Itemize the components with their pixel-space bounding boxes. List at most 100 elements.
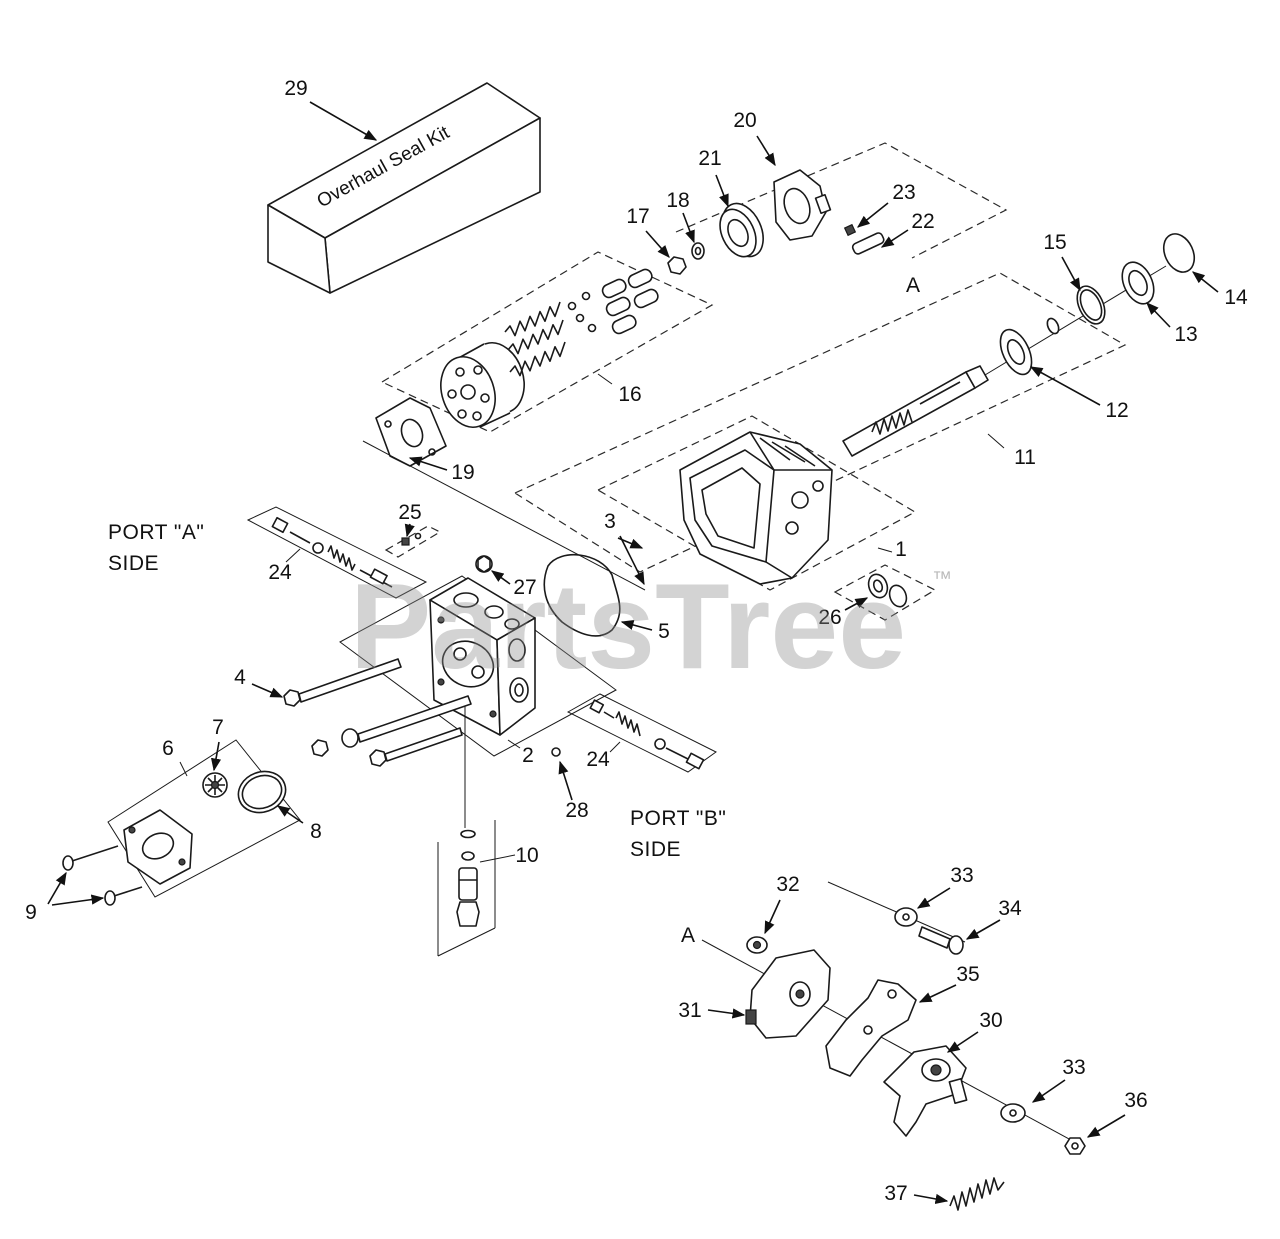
- callout-5: 5: [658, 620, 670, 643]
- part-10-valve-hex: [456, 901, 480, 927]
- callout-8: 8: [310, 820, 322, 843]
- part-18-washer-hole: [694, 246, 702, 256]
- callout-33-lower: 33: [1062, 1056, 1085, 1079]
- check-valve-port-b-outline: [566, 693, 717, 773]
- cylinder-bore: [457, 409, 467, 419]
- piston-spring: [507, 319, 564, 355]
- part-6-cover-hole: [178, 858, 186, 866]
- part-11-shaft-tip: [965, 365, 989, 389]
- leader-arrow-35: [918, 984, 957, 1003]
- cylinder-barrel-face: [440, 356, 496, 428]
- part-15-ring-inner: [1079, 289, 1103, 321]
- valve-plate-kidney: [471, 665, 485, 679]
- callout-30: 30: [979, 1009, 1002, 1032]
- bolt-shank: [298, 658, 402, 703]
- cylinder-bore: [472, 411, 482, 421]
- leader-arrow-27: [490, 570, 511, 585]
- leader-arrow-33-lower: [1031, 1079, 1066, 1103]
- callout-17: 17: [626, 205, 649, 228]
- callout-1: 1: [895, 538, 907, 561]
- housing-group: 1 3: [596, 415, 917, 591]
- leader-arrow-31: [707, 1008, 746, 1019]
- part-17-nut: [667, 256, 687, 275]
- part-31-bracket-hole: [795, 989, 805, 999]
- part-35-arm-hole: [863, 1025, 873, 1035]
- part-11-shaft-keyway: [919, 381, 961, 405]
- piston: [611, 314, 637, 335]
- part-33-washer-hole: [902, 913, 910, 921]
- bolts-4: 4: [234, 658, 472, 767]
- callout-37: 37: [884, 1182, 907, 1205]
- bolt-head: [283, 689, 301, 707]
- callout-32: 32: [776, 873, 799, 896]
- leader-arrow-36: [1086, 1114, 1126, 1138]
- center-section-port: [504, 618, 520, 630]
- piston: [627, 268, 653, 289]
- callout-21: 21: [698, 147, 721, 170]
- leader-arrow-30: [946, 1031, 979, 1053]
- leader-arrow-9a: [47, 871, 67, 905]
- callout-4: 4: [234, 666, 246, 689]
- callout-10: 10: [515, 844, 538, 867]
- part-6-cover-hole: [128, 826, 136, 834]
- part-34-bolt-head: [948, 935, 964, 955]
- part-37-spring: [949, 1177, 1005, 1211]
- check-valve-port-a-outline: [246, 506, 428, 599]
- piston-ball: [581, 291, 591, 301]
- watermark: PartsTree ™: [350, 558, 952, 694]
- valve-plate-kidney: [453, 647, 467, 661]
- valve-plate-face: [441, 640, 495, 688]
- leader-arrow-25: [404, 523, 415, 538]
- callout-36: 36: [1124, 1089, 1147, 1112]
- port-a-label-line2: SIDE: [108, 552, 159, 575]
- housing-port: [791, 491, 809, 509]
- callout-2: 2: [522, 744, 534, 767]
- part-5-gasket: [543, 553, 621, 637]
- assembly-line: [362, 440, 646, 591]
- callout-26: 26: [818, 606, 841, 629]
- callout-18: 18: [666, 189, 689, 212]
- callout-31: 31: [678, 999, 701, 1022]
- thrust-plate-pin: [428, 448, 436, 456]
- bolt-shank: [384, 727, 463, 762]
- part-7-gerotor-hub: [210, 780, 220, 790]
- plug-28: 28: [551, 747, 589, 822]
- callout-15: 15: [1043, 231, 1066, 254]
- part-13-seal-lip: [1128, 269, 1148, 297]
- part-27-fitting-hex: [477, 555, 491, 573]
- callout-3: 3: [604, 510, 616, 533]
- leader-arrow-3b: [617, 537, 644, 549]
- cylinder-bore: [480, 393, 490, 403]
- part-22-pin: [851, 232, 885, 255]
- part-6-cover: [123, 809, 193, 885]
- leader-arrow-37: [913, 1193, 949, 1204]
- callout-22: 22: [911, 210, 934, 233]
- callout-33-upper: 33: [950, 864, 973, 887]
- leader-arrow-26: [844, 597, 869, 611]
- input-shaft-group: 15 14 13 12 11: [513, 231, 1248, 573]
- housing-ribs: [759, 437, 816, 467]
- center-section-2: 2: [339, 575, 617, 767]
- leader-arrow-18: [682, 212, 695, 244]
- input-shaft-group-outline: [513, 272, 1127, 573]
- housing-port: [785, 521, 799, 535]
- center-section-bolt-hole: [437, 678, 445, 686]
- part-10-valve-body: [458, 867, 478, 901]
- check-valve-ball: [654, 738, 666, 750]
- seal-kit-box-end: [267, 204, 331, 294]
- cylinder-bore: [473, 365, 483, 375]
- part-21-bearing: [719, 208, 757, 258]
- piston-ball: [567, 301, 577, 311]
- part-26-ring: [888, 584, 908, 608]
- seal-kit-callout: 29: [284, 77, 378, 141]
- callout-7: 7: [212, 716, 224, 739]
- leader-arrow-9b: [51, 894, 105, 906]
- part-36-nut-bore: [1071, 1142, 1079, 1150]
- port-b-label: PORT "B" SIDE: [630, 807, 726, 861]
- housing-edge: [749, 431, 775, 471]
- leader-arrow-19: [408, 456, 448, 471]
- piston-spring: [509, 341, 566, 377]
- callout-34: 34: [998, 897, 1022, 920]
- part-1-housing-bore: [701, 467, 761, 549]
- part-32-washer-hole: [752, 940, 762, 950]
